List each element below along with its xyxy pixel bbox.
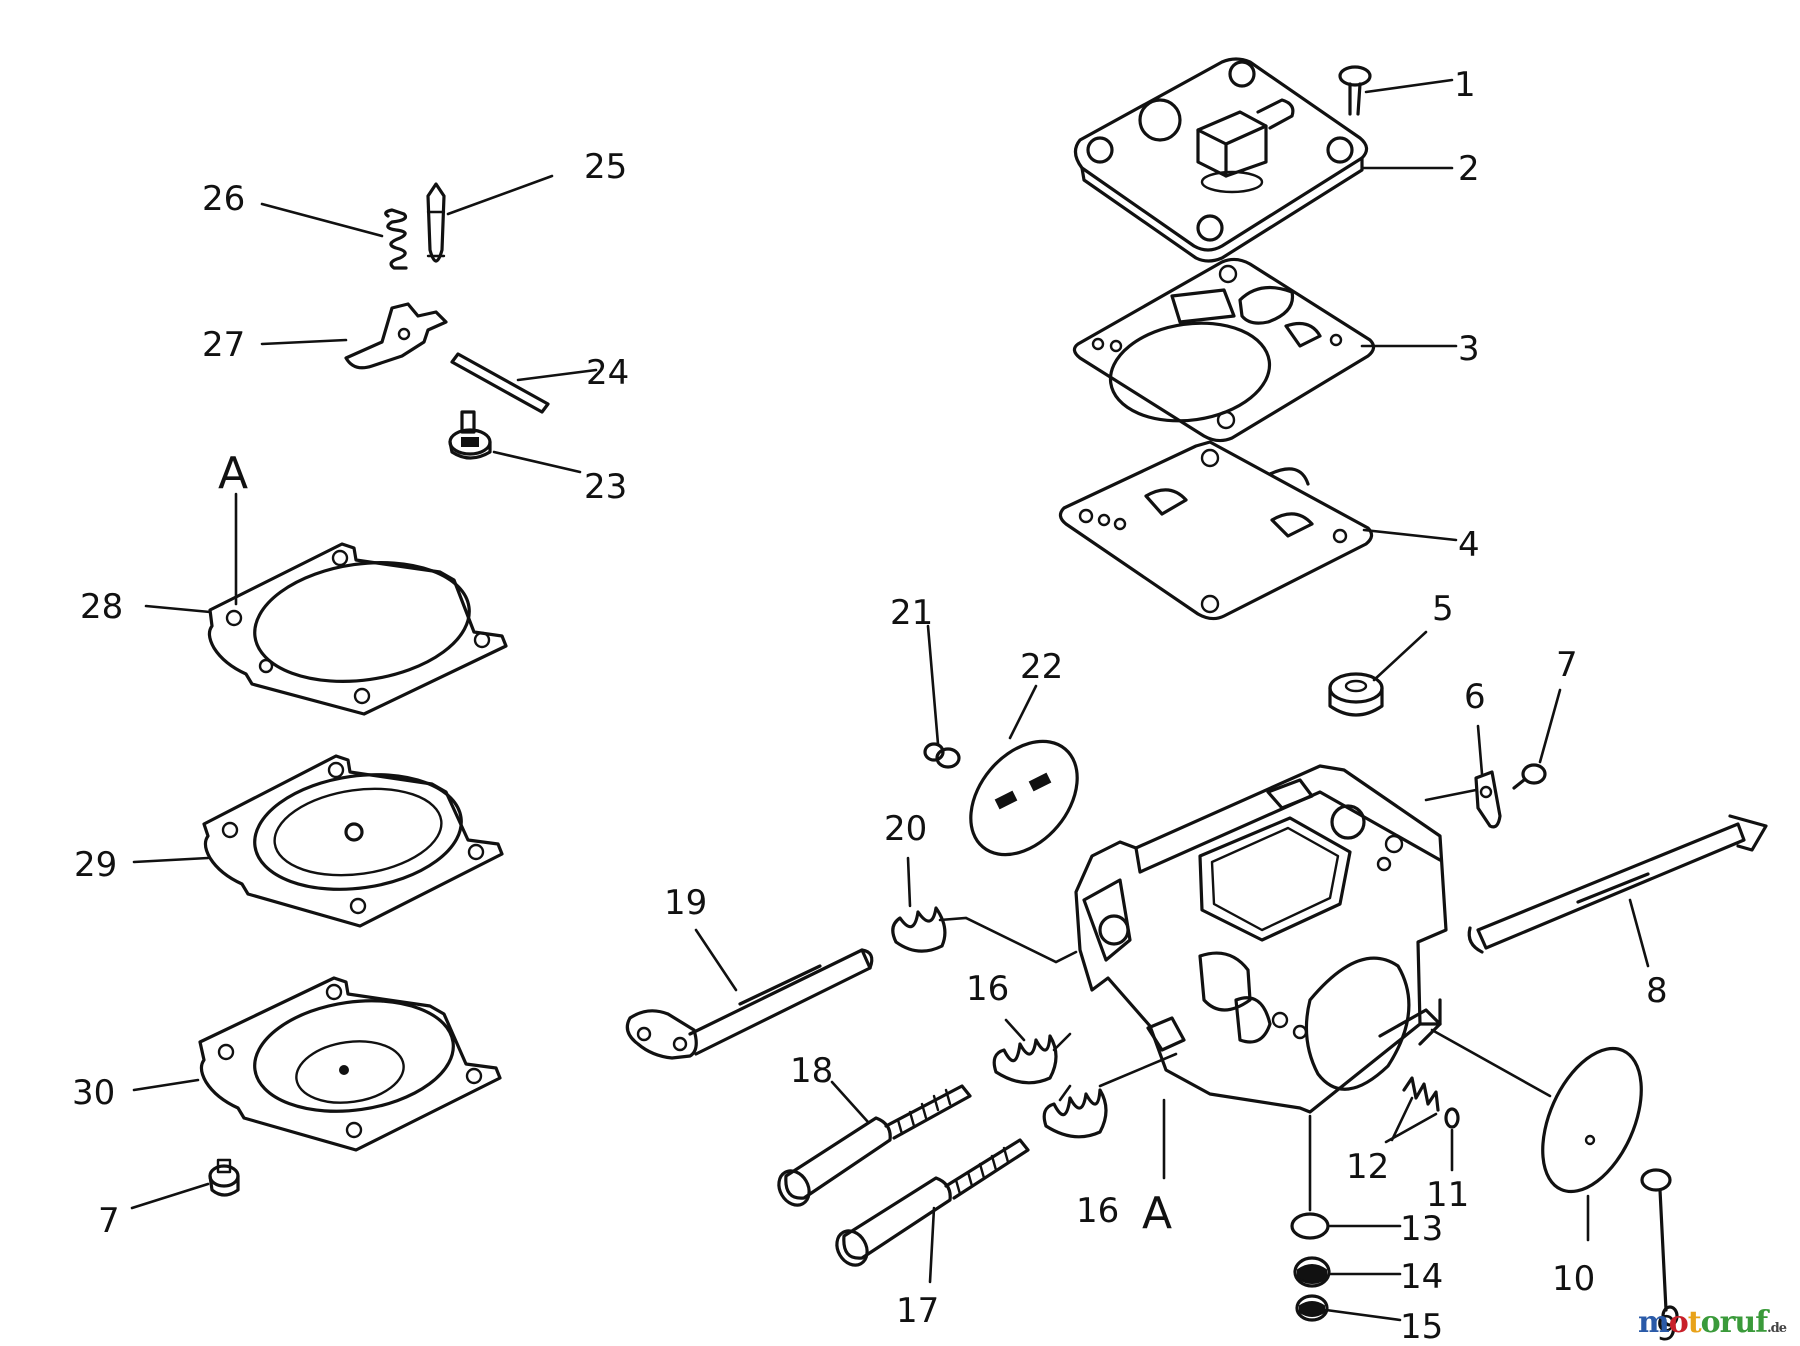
part-7-screw-upper <box>1512 763 1547 790</box>
carburetor-body <box>1074 764 1448 1114</box>
part-21-screw <box>923 742 961 769</box>
part-30-diaphragm <box>198 976 502 1152</box>
callout-27: 27 <box>202 325 245 365</box>
part-29-diaphragm <box>202 754 504 928</box>
part-12-spring <box>1402 1076 1440 1112</box>
part-2-cover-plate <box>1073 57 1369 263</box>
callout-14: 14 <box>1400 1257 1443 1297</box>
part-22-choke-plate <box>969 739 1079 857</box>
watermark-o: o <box>1668 1305 1689 1340</box>
callout-26: 26 <box>202 179 245 219</box>
part-20-spring <box>891 906 1078 964</box>
part-27-metering-lever <box>344 302 448 370</box>
callout-7-upper: 7 <box>1556 645 1578 685</box>
watermark-t: t <box>1687 1305 1702 1340</box>
callout-7-lower: 7 <box>98 1201 120 1241</box>
callout-16-upper: 16 <box>966 969 1009 1009</box>
watermark-logo: motoruf.de <box>1637 1305 1787 1340</box>
callout-3: 3 <box>1458 329 1480 369</box>
callout-1: 1 <box>1454 65 1476 105</box>
callout-21: 21 <box>890 593 933 633</box>
part-23-screw <box>448 410 492 460</box>
callout-22: 22 <box>1020 647 1063 687</box>
leader-lines <box>130 78 1650 1322</box>
callout-15: 15 <box>1400 1307 1443 1346</box>
callout-29: 29 <box>74 845 117 885</box>
callout-2: 2 <box>1458 149 1480 189</box>
watermark-suffix: .de <box>1767 1321 1787 1336</box>
part-15-nut <box>1295 1294 1329 1322</box>
callout-12: 12 <box>1346 1147 1389 1187</box>
part-14-nut <box>1293 1256 1331 1288</box>
callout-23: 23 <box>584 467 627 507</box>
part-17-adjusting-screw <box>835 1138 1030 1267</box>
reference-mark-a-lower: A <box>1142 1188 1172 1239</box>
part-11-ring <box>1444 1107 1460 1129</box>
part-16-spring-upper <box>992 1034 1058 1085</box>
part-25-needle <box>426 182 446 263</box>
part-4-diaphragm <box>1058 440 1374 621</box>
callout-17: 17 <box>896 1291 939 1331</box>
callout-30: 30 <box>72 1073 115 1113</box>
part-9-screw <box>1640 1168 1679 1327</box>
reference-mark-a-upper: A <box>218 448 248 499</box>
callout-28: 28 <box>80 587 123 627</box>
part-19-choke-shaft <box>625 948 874 1060</box>
part-24-pin <box>450 352 550 414</box>
part-3-gasket <box>1072 257 1376 443</box>
part-26-spring <box>384 208 408 270</box>
callout-11: 11 <box>1426 1175 1469 1215</box>
part-8-throttle-shaft <box>1467 814 1768 954</box>
callout-25: 25 <box>584 147 627 187</box>
watermark-oruf: oruf <box>1700 1305 1769 1340</box>
callout-4: 4 <box>1458 525 1480 565</box>
part-6-bracket <box>1474 770 1502 829</box>
callout-13: 13 <box>1400 1209 1443 1249</box>
part-28-gasket <box>207 542 508 716</box>
part-5-washer <box>1328 672 1384 717</box>
callout-5: 5 <box>1432 589 1454 629</box>
callout-9: 9 <box>1656 1309 1678 1346</box>
part-10-disc <box>1541 1046 1643 1194</box>
callout-8: 8 <box>1646 971 1668 1011</box>
callout-16-lower: 16 <box>1076 1191 1119 1231</box>
callout-19: 19 <box>664 883 707 923</box>
callout-18: 18 <box>790 1051 833 1091</box>
callout-6: 6 <box>1464 677 1486 717</box>
part-7-screw-lower <box>208 1158 240 1197</box>
part-16-spring-lower <box>1042 1088 1108 1139</box>
callout-24: 24 <box>586 353 629 393</box>
part-18-adjusting-screw <box>777 1084 972 1207</box>
part-13-o-ring <box>1290 1212 1330 1240</box>
part-1-screw <box>1338 65 1372 116</box>
watermark-m: m <box>1637 1305 1670 1340</box>
callout-10: 10 <box>1552 1259 1595 1299</box>
callout-20: 20 <box>884 809 927 849</box>
